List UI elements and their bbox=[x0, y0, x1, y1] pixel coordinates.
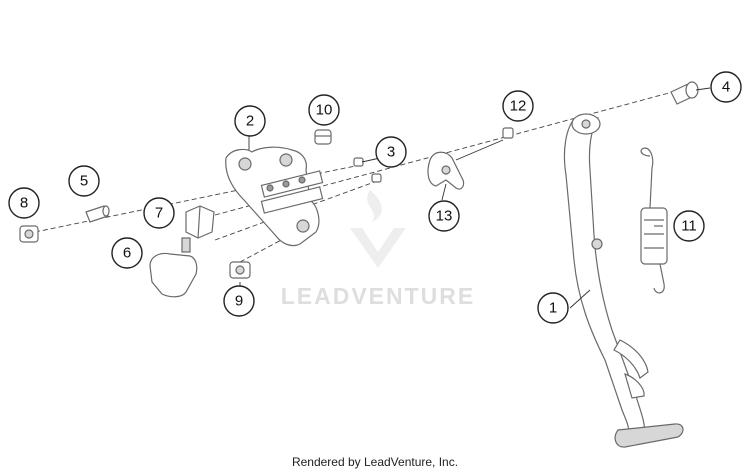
callout-12-label: 12 bbox=[510, 98, 527, 115]
callout-6-label: 6 bbox=[123, 245, 131, 262]
left-nut bbox=[19, 225, 39, 243]
spacer-sleeve bbox=[85, 205, 110, 223]
callout-1-label: 1 bbox=[549, 300, 557, 317]
callout-3[interactable]: 3 bbox=[375, 136, 407, 168]
callout-8[interactable]: 8 bbox=[8, 187, 40, 219]
callout-1[interactable]: 1 bbox=[537, 292, 569, 324]
callout-4-label: 4 bbox=[722, 79, 730, 96]
axis-line-lower bbox=[214, 179, 381, 241]
pivot-bolt bbox=[670, 81, 699, 105]
callout-7[interactable]: 7 bbox=[143, 197, 175, 229]
bolt-pair bbox=[353, 157, 382, 183]
callout-8-label: 8 bbox=[20, 195, 28, 212]
callout-13[interactable]: 13 bbox=[428, 200, 460, 232]
callout-6[interactable]: 6 bbox=[111, 237, 143, 269]
footer-credit: Rendered by LeadVenture, Inc. bbox=[291, 455, 459, 469]
spring bbox=[640, 147, 668, 294]
screw bbox=[502, 127, 514, 139]
switch-housing bbox=[149, 237, 198, 298]
callout-2-label: 2 bbox=[246, 113, 254, 130]
callout-2[interactable]: 2 bbox=[234, 105, 266, 137]
callout-9-label: 9 bbox=[235, 293, 243, 310]
callout-3-label: 3 bbox=[387, 144, 395, 161]
side-stand bbox=[563, 113, 684, 448]
callout-9[interactable]: 9 bbox=[223, 285, 255, 317]
callout-4[interactable]: 4 bbox=[710, 71, 742, 103]
upper-nut bbox=[314, 129, 332, 145]
bracket-plate bbox=[225, 146, 324, 247]
watermark-text: LEADVENTURE bbox=[280, 283, 476, 309]
callout-13-label: 13 bbox=[436, 208, 453, 225]
callout-5[interactable]: 5 bbox=[68, 165, 100, 197]
clip bbox=[427, 151, 465, 190]
callout-10-label: 10 bbox=[316, 102, 333, 119]
callout-7-label: 7 bbox=[155, 205, 163, 222]
callout-11[interactable]: 11 bbox=[673, 210, 705, 242]
callout-10[interactable]: 10 bbox=[308, 94, 340, 126]
switch-block bbox=[185, 205, 215, 239]
lower-nut bbox=[229, 261, 251, 279]
callout-5-label: 5 bbox=[80, 173, 88, 190]
callout-11-label: 11 bbox=[681, 218, 697, 235]
watermark-logo bbox=[350, 190, 406, 268]
callout-12[interactable]: 12 bbox=[502, 90, 534, 122]
